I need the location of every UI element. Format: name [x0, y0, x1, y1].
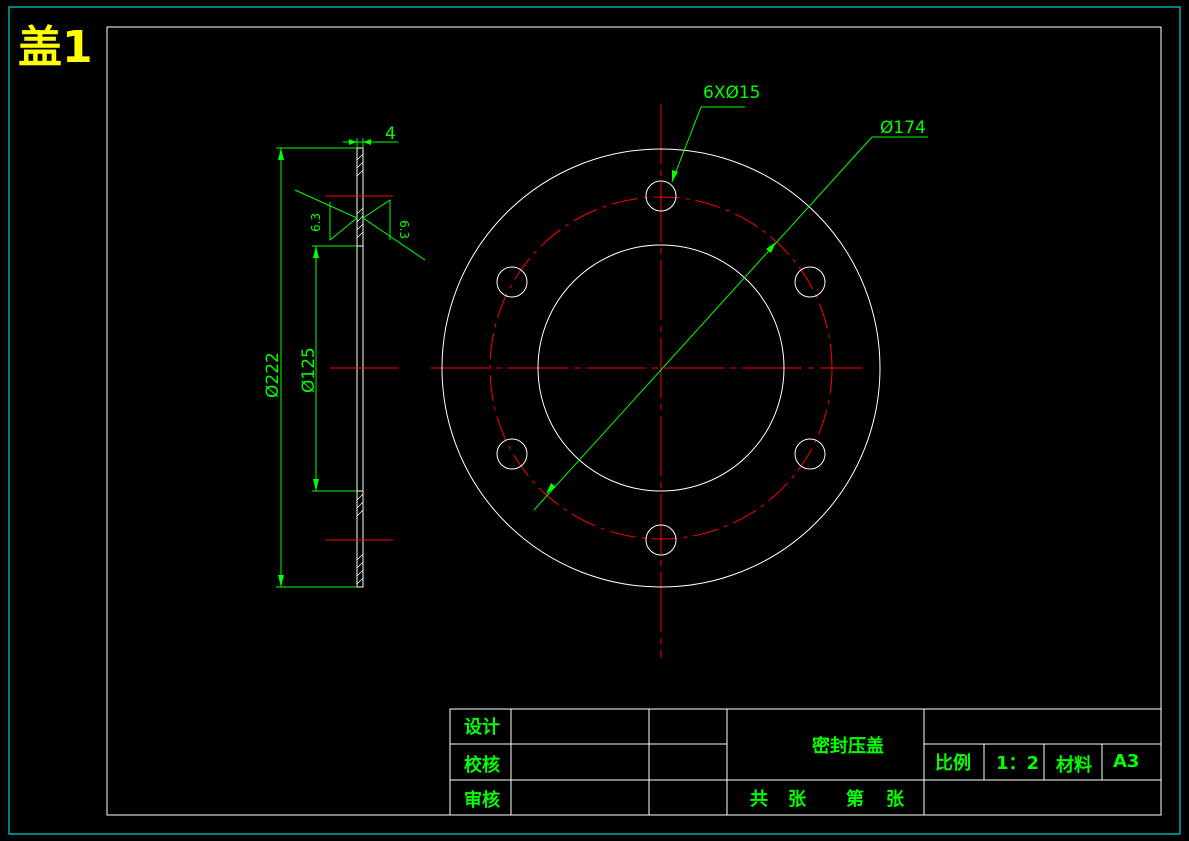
front-view: 6XØ15 Ø174 — [430, 83, 928, 658]
review-label: 审核 — [464, 789, 500, 811]
bolt-hole — [794, 266, 826, 298]
bolt-hole — [496, 438, 528, 470]
bolt-hole — [645, 524, 677, 556]
roughness-left: 6.3 — [309, 213, 323, 232]
od-arrow-top — [278, 148, 284, 160]
bolt-circle — [489, 196, 833, 540]
part-name: 密封压盖 — [812, 735, 884, 757]
design-label: 设计 — [464, 716, 500, 738]
bolt-hole — [496, 266, 528, 298]
section-hatch — [356, 153, 364, 585]
bolt-hole — [794, 438, 826, 470]
od-arrow-bottom — [278, 575, 284, 587]
id-arrow-bottom — [313, 479, 319, 491]
check-label: 校核 — [464, 754, 500, 776]
roughness-symbol-right — [362, 199, 426, 261]
hole-leader-arrow — [672, 170, 678, 182]
sheet-no-label: 第 — [846, 788, 864, 810]
inner-circle — [537, 244, 785, 492]
drawing-frame — [106, 26, 1162, 816]
title-block — [449, 708, 1162, 816]
bolt-circle-dimension-line — [533, 136, 873, 511]
thickness-arrow-left — [349, 139, 357, 145]
bolt-circle-arrow-bottom — [546, 483, 556, 494]
sheet-unit-label: 张 — [886, 789, 905, 810]
roughness-right: 6.3 — [397, 220, 411, 239]
bolt-circle-arrow-top — [766, 242, 776, 253]
hole-leader — [671, 106, 702, 183]
roughness-symbol-left — [294, 189, 358, 242]
title-block-text: 设计 校核 审核 密封压盖 比例 1：2 材料 A3 共 张 第 张 — [464, 716, 1139, 811]
bolt-circle-dimension: Ø174 — [880, 118, 926, 138]
sheets-unit-label: 张 — [788, 789, 807, 810]
page-title: 盖1 — [18, 22, 93, 73]
material-value: A3 — [1113, 751, 1139, 772]
id-arrow-top — [313, 246, 319, 258]
inner-diameter-dimension: Ø125 — [299, 347, 319, 393]
material-label: 材料 — [1056, 754, 1092, 776]
outer-diameter-dimension: Ø222 — [263, 352, 283, 398]
side-view: 4 Ø222 Ø125 6.3 6.3 — [263, 124, 426, 588]
outer-circle — [441, 148, 881, 588]
total-sheets-label: 共 — [750, 789, 768, 810]
hole-dimension: 6XØ15 — [703, 83, 760, 103]
bolt-hole — [645, 180, 677, 212]
scale-value: 1：2 — [996, 753, 1039, 774]
thickness-dimension: 4 — [385, 124, 396, 144]
thickness-arrow-right — [363, 139, 371, 145]
scale-label: 比例 — [935, 752, 971, 774]
outer-border — [8, 6, 1181, 835]
